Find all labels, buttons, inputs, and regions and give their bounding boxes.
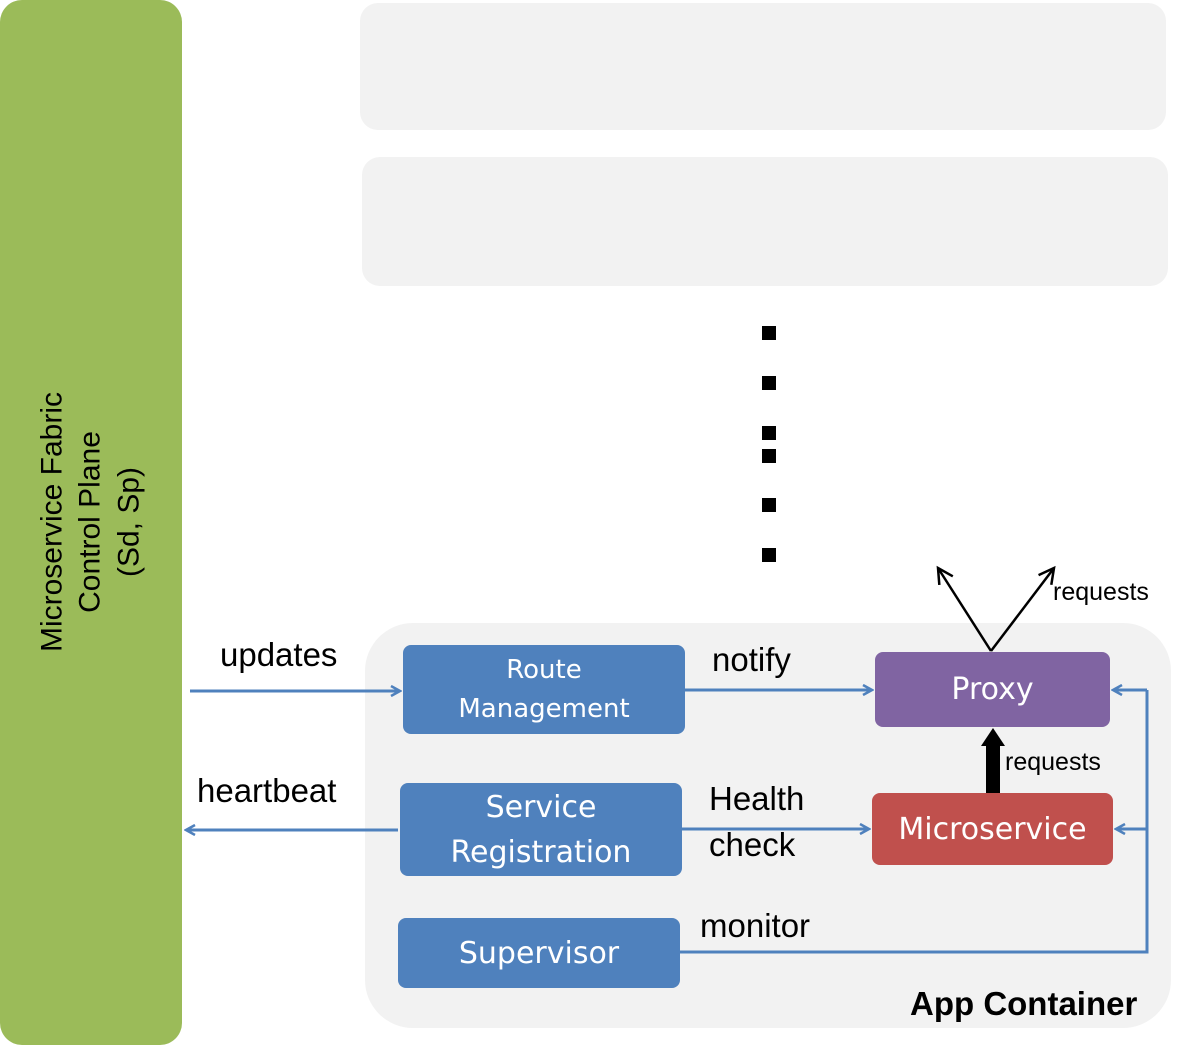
supervisor-label: Supervisor [458,935,620,971]
placeholder-container-1 [360,3,1166,130]
service-registration-label-line2: Registration [450,834,632,870]
ellipsis-dot [762,376,776,390]
control-plane-bar: Microservice Fabric Control Plane (Sd, S… [0,0,182,1045]
proxy-label: Proxy [951,672,1034,707]
requests-thick-arrow-head [981,728,1005,746]
notify-label: notify [712,641,791,678]
app-container-label: App Container [910,985,1138,1022]
microservice-box: Microservice [872,793,1113,865]
ellipsis-dot [762,498,776,512]
requests-label-mid: requests [1005,748,1101,776]
health-check-label-line1: Health [709,780,805,817]
health-check-label-line2: check [709,826,796,863]
ellipsis-dot [762,449,776,463]
requests-out-arrow-right [990,565,1056,652]
ellipsis-dot [762,548,776,562]
service-registration-box: Service Registration [400,783,682,876]
route-management-box: Route Management [403,645,685,734]
placeholder-container-2 [362,157,1168,286]
route-management-label-line1: Route [506,654,582,685]
service-registration-label-line1: Service [485,789,597,825]
ellipsis-dot [762,326,776,340]
requests-thick-arrow-shaft [986,746,1000,793]
heartbeat-label: heartbeat [197,772,337,809]
requests-out-arrow-left [936,565,993,652]
monitor-line [680,690,1149,954]
requests-label-top: requests [1053,578,1149,606]
updates-label: updates [220,636,338,673]
microservice-label: Microservice [898,811,1087,847]
route-management-label-line2: Management [458,693,630,724]
proxy-box: Proxy [875,652,1110,727]
monitor-label: monitor [700,907,811,944]
ellipsis-dot [762,426,776,440]
supervisor-box: Supervisor [398,918,680,988]
